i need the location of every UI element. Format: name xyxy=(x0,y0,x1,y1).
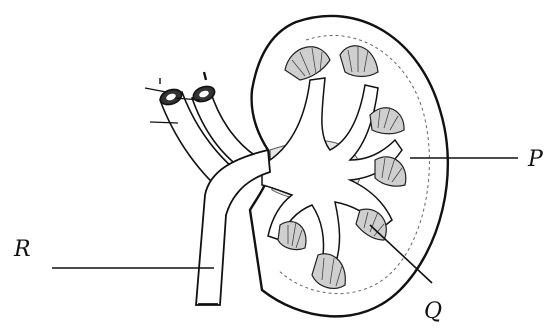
label-r: R xyxy=(13,237,31,262)
label-p: P xyxy=(527,147,544,172)
label-q: Q xyxy=(424,299,442,324)
